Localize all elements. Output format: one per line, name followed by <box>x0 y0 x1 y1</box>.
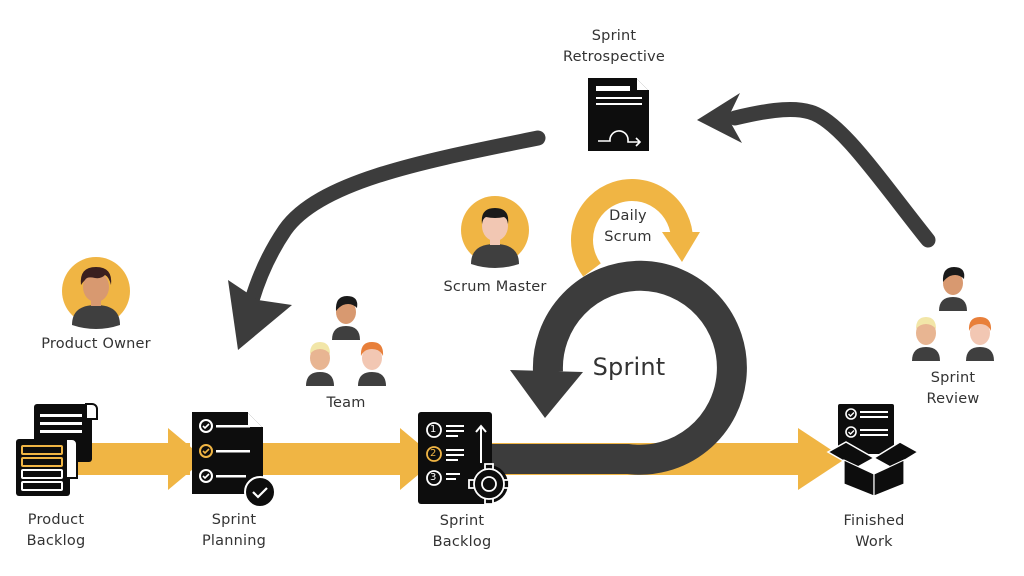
daily-scrum-arrow <box>571 179 700 277</box>
sprint-label: Sprint <box>592 353 666 381</box>
reviewer-3 <box>966 317 994 361</box>
finished-work-label: Finished Work <box>843 511 904 553</box>
review-arrow-shaft <box>727 102 936 248</box>
product-backlog-label-line-1: Product <box>27 512 85 528</box>
team-member-1 <box>332 296 360 340</box>
daily-scrum-arc <box>571 179 693 277</box>
reviewer-1 <box>939 267 967 311</box>
product-owner-label: Product Owner <box>41 336 151 352</box>
scrum-master-label: Scrum Master <box>443 279 547 295</box>
product-backlog-label: Product Backlog <box>27 510 86 552</box>
product-backlog-label-line-2: Backlog <box>26 533 86 549</box>
retro-arrow-shaft <box>244 130 546 308</box>
team-member-3 <box>358 342 386 386</box>
retro-arrowhead <box>228 280 292 350</box>
sprint-retrospective-label: Sprint Retrospective <box>563 26 665 68</box>
flow-arrowhead-3 <box>798 428 845 490</box>
sprint-planning-label-line-2: Planning <box>201 533 267 549</box>
team-label: Team <box>326 395 366 411</box>
daily-scrum-label: Daily Scrum <box>604 206 651 248</box>
sprint-cycle-arc <box>480 260 747 475</box>
retrospective-to-planning-arrow <box>228 130 546 350</box>
reviewer-2 <box>912 317 940 361</box>
review-arrowhead <box>697 93 742 143</box>
daily-scrum-label-line-2: Scrum <box>604 229 652 245</box>
finished-work-icon <box>826 404 920 497</box>
sprint-planning-label-line-1: Sprint <box>211 512 257 528</box>
sprint-cycle-arrowhead <box>510 370 583 418</box>
product-backlog-icon <box>16 403 98 496</box>
gear-icon <box>468 463 510 505</box>
sprint-retrospective-label-line-1: Sprint <box>591 28 637 44</box>
finished-work-label-line-2: Work <box>855 534 893 550</box>
sprint-review-label-line-2: Review <box>926 391 980 407</box>
backlog-number-1: 1 <box>430 424 437 435</box>
daily-scrum-label-line-1: Daily <box>609 208 647 224</box>
sprint-backlog-label: Sprint Backlog <box>433 511 492 553</box>
sprint-cycle-arrow <box>480 260 747 475</box>
flow-segment-2 <box>240 443 410 475</box>
backlog-number-3: 3 <box>430 472 437 483</box>
sprint-backlog-icon <box>418 412 510 505</box>
sprint-review-label: Sprint Review <box>927 368 980 410</box>
sprint-backlog-label-line-2: Backlog <box>432 534 492 550</box>
backlog-number-2: 2 <box>430 448 437 459</box>
scrum-master-avatar <box>461 196 529 268</box>
sprint-planning-label: Sprint Planning <box>202 510 266 552</box>
sprint-review-label-line-1: Sprint <box>930 370 976 386</box>
product-owner-avatar <box>62 257 130 329</box>
flow-arrowhead-1 <box>168 428 205 490</box>
sprint-retrospective-icon <box>588 78 649 151</box>
team-member-2 <box>306 342 334 386</box>
sprint-retrospective-label-line-2: Retrospective <box>562 49 666 65</box>
sprint-planning-icon <box>192 412 276 508</box>
daily-scrum-arrowhead <box>662 232 700 262</box>
finished-work-label-line-1: Finished <box>843 513 905 529</box>
team-avatars <box>306 296 386 386</box>
sprint-backlog-label-line-1: Sprint <box>439 513 485 529</box>
review-to-retrospective-arrow <box>697 93 936 248</box>
sprint-review-avatars <box>912 267 994 361</box>
